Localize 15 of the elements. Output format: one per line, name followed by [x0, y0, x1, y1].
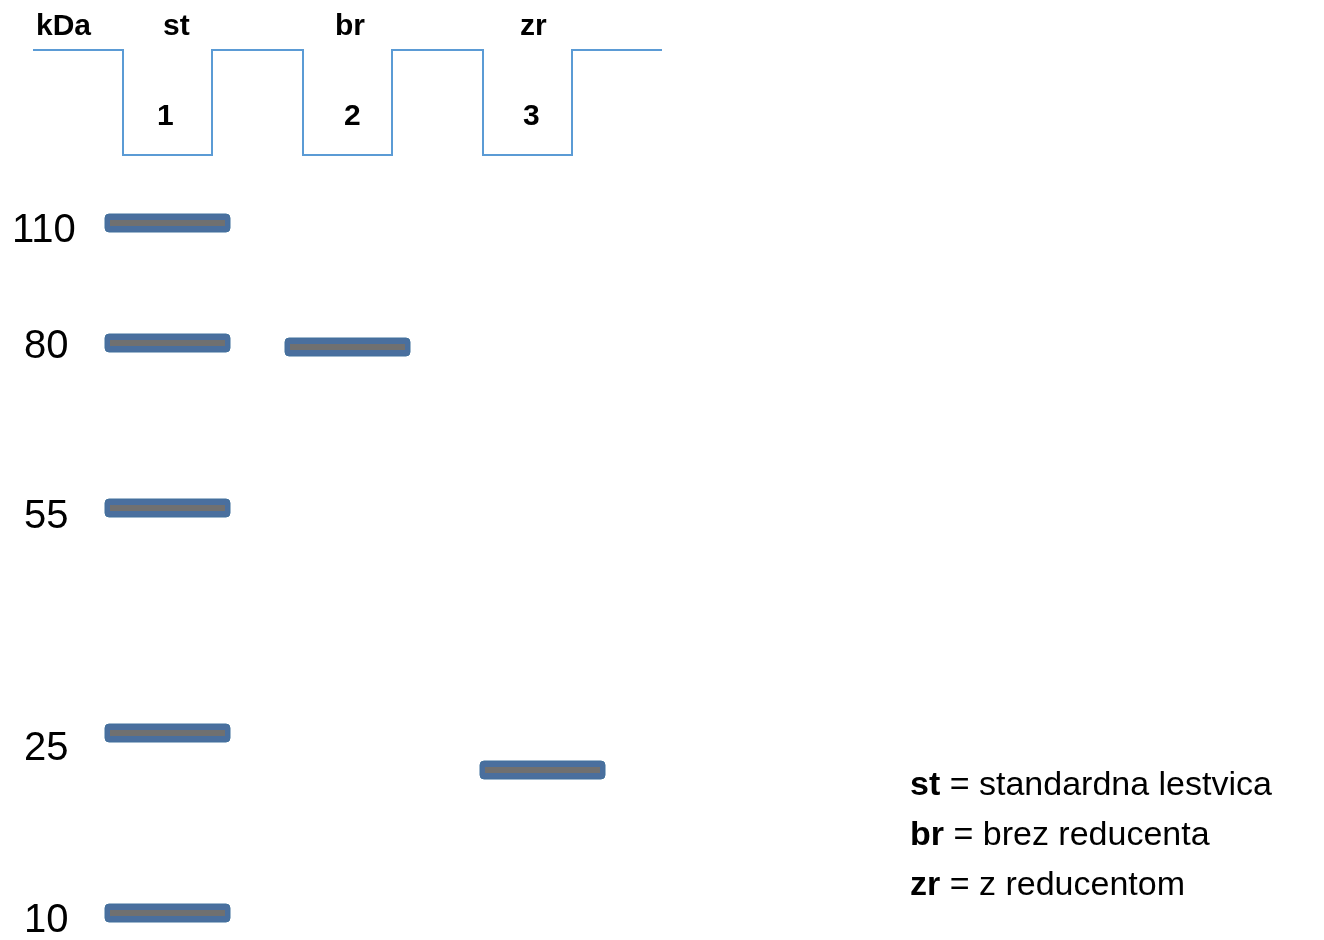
- molecular-weight-label: 80: [24, 322, 69, 366]
- molecular-weight-label: 55: [24, 492, 69, 536]
- well-number: 2: [344, 98, 361, 131]
- legend-text: st = standardna lestvica: [910, 765, 1272, 803]
- legend-text: br = brez reducenta: [910, 815, 1210, 853]
- molecular-weight-label: 10: [24, 896, 69, 940]
- legend-text: zr = z reducentom: [910, 865, 1185, 903]
- molecular-weight-label: 25: [24, 724, 69, 768]
- unit-label: kDa: [36, 8, 92, 41]
- well-number: 3: [523, 98, 540, 131]
- lane-label: br: [335, 8, 365, 41]
- lane-label: st: [163, 8, 190, 41]
- molecular-weight-label: 110: [12, 206, 76, 250]
- well-number: 1: [157, 98, 174, 131]
- lane-label: zr: [520, 8, 547, 41]
